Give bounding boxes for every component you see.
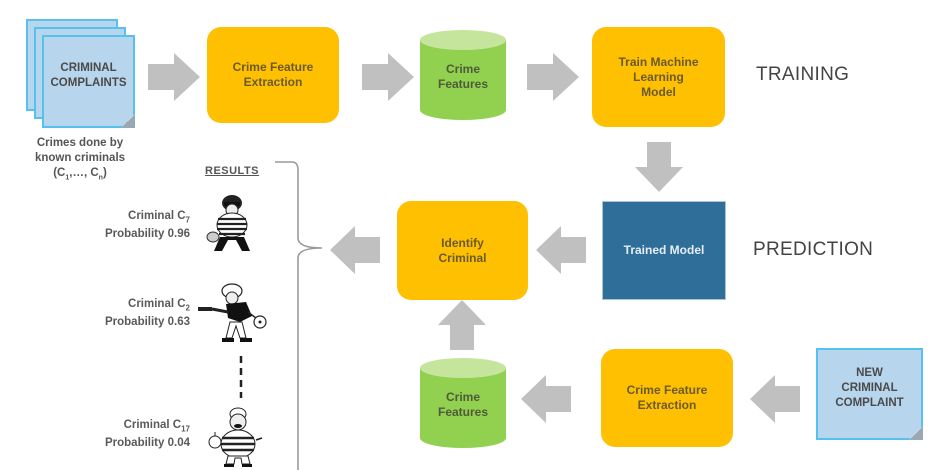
trained-model-box: Trained Model <box>602 201 726 300</box>
result-criminal-id: Criminal C7 <box>70 209 190 227</box>
criminal-subscript: 7 <box>185 215 190 225</box>
result-criminal-id: Criminal C17 <box>70 418 190 436</box>
page-fold-icon <box>909 426 923 440</box>
result-item-label: Criminal C2 Probability 0.63 <box>70 297 190 330</box>
box-line: Extraction <box>637 398 697 412</box>
results-heading: RESULTS <box>205 165 260 177</box>
result-probability: Probability 0.04 <box>104 437 190 450</box>
caption-line: Crimes done by <box>36 137 124 149</box>
box-line: Train Machine <box>618 54 699 69</box>
box-line: Model <box>641 84 676 99</box>
label-line: CRIMINAL <box>841 382 898 394</box>
caption-line: known criminals <box>34 152 126 164</box>
train-ml-model-box: Train Machine Learning Model <box>592 27 725 127</box>
label-line: CRIMINAL <box>60 62 117 74</box>
results-curly-brace <box>275 161 323 470</box>
arrow-right-icon <box>362 53 414 101</box>
label-line: Crime <box>445 390 480 404</box>
arrow-right-icon <box>527 53 579 101</box>
criminal-subscript: 17 <box>181 424 190 434</box>
arrow-up-icon <box>438 300 486 350</box>
prediction-phase-label: PREDICTION <box>753 239 874 260</box>
database-cylinder-icon <box>420 358 506 448</box>
criminal-prefix: Criminal C <box>128 298 186 310</box>
label-line: COMPLAINT <box>835 397 904 409</box>
crime-feature-extraction-training: Crime Feature Extraction <box>207 27 339 123</box>
criminal-subscript: 2 <box>185 303 190 313</box>
arrow-left-icon <box>521 375 571 423</box>
page-fold-icon <box>121 114 135 128</box>
label-line: Features <box>437 77 489 91</box>
crime-features-store-prediction: Crime Features <box>420 358 506 448</box>
result-item-label: Criminal C17 Probability 0.04 <box>70 418 190 451</box>
criminal-complaints-stack: CRIMINAL COMPLAINTS <box>0 0 140 130</box>
criminal-prefix: Criminal C <box>128 210 186 222</box>
box-line: Crime Feature <box>626 383 708 397</box>
box-line: Identify <box>441 235 484 250</box>
result-probability: Probability 0.63 <box>104 316 190 329</box>
box-line: Trained Model <box>623 243 705 257</box>
burglar-striped-shirt-icon <box>206 195 250 251</box>
crime-feature-extraction-prediction: Crime Feature Extraction <box>601 349 733 447</box>
caption-part: ) <box>102 167 107 179</box>
caption-line: (C1,…, Cn) <box>15 166 145 185</box>
robber-with-gun-icon <box>198 283 267 342</box>
result-criminal-id: Criminal C2 <box>70 297 190 315</box>
box-line: Learning <box>633 69 684 84</box>
box-line: Criminal <box>438 250 487 265</box>
label-line: Crime <box>445 62 480 76</box>
complaint-page-front: CRIMINAL COMPLAINTS <box>42 35 135 128</box>
chubby-burglar-icon <box>208 407 263 467</box>
identify-criminal-box: Identify Criminal <box>397 201 528 300</box>
caption-part: ,…, C <box>69 167 99 179</box>
box-line: Crime Feature <box>232 60 314 74</box>
box-line: Extraction <box>243 75 303 89</box>
caption-sub: n <box>98 174 103 182</box>
cylinder-label: Crime Features <box>420 62 506 92</box>
cylinder-label: Crime Features <box>420 390 506 420</box>
arrow-down-icon <box>635 142 683 192</box>
input-caption: Crimes done by known criminals (C1,…, Cn… <box>15 136 145 185</box>
training-phase-label: TRAINING <box>756 64 850 85</box>
result-probability: Probability 0.96 <box>104 228 190 241</box>
caption-sub: 1 <box>65 174 70 182</box>
results-ellipsis-dashes <box>239 356 243 398</box>
arrow-left-icon <box>750 375 800 423</box>
caption-part: (C <box>53 167 66 179</box>
result-item-label: Criminal C7 Probability 0.96 <box>70 209 190 242</box>
criminal-prefix: Criminal C <box>123 419 182 431</box>
arrow-left-icon <box>330 226 380 274</box>
label-line: NEW <box>856 367 883 379</box>
criminal-complaints-label: CRIMINAL COMPLAINTS <box>44 61 133 91</box>
database-cylinder-icon <box>420 30 506 120</box>
new-complaint-label: NEW CRIMINAL COMPLAINT <box>818 366 921 411</box>
arrow-left-icon <box>536 226 586 274</box>
label-line: COMPLAINTS <box>50 77 127 89</box>
arrow-right-icon <box>148 53 200 101</box>
crime-features-store-training: Crime Features <box>420 30 506 120</box>
label-line: Features <box>437 405 489 419</box>
new-criminal-complaint-document: NEW CRIMINAL COMPLAINT <box>816 348 923 440</box>
